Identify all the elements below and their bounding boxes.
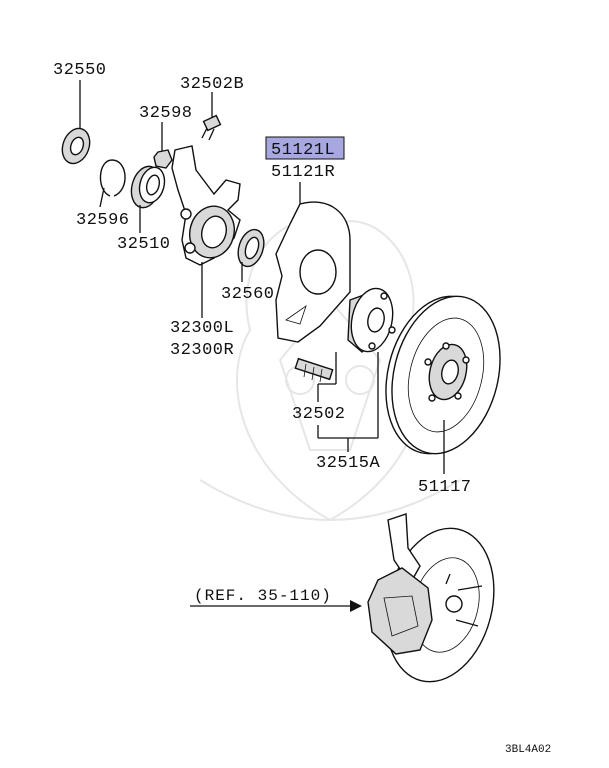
hub-32515A (347, 287, 396, 353)
bracket-32515A (317, 352, 379, 452)
label-32300L: 32300L (170, 319, 234, 338)
label-51117: 51117 (418, 478, 472, 497)
label-51121R: 51121R (271, 163, 335, 182)
label-32502B: 32502B (180, 75, 244, 94)
bearing-32510 (130, 165, 166, 233)
label-32300R: 32300R (170, 341, 234, 360)
ref-arrow (190, 600, 362, 612)
diagram-code: 3BL4A02 (505, 744, 551, 756)
label-51121L[interactable]: 51121L (271, 141, 335, 160)
assembly-view (367, 513, 495, 683)
label-32502: 32502 (292, 405, 346, 424)
label-32550: 32550 (53, 61, 107, 80)
dust-cover-51121 (275, 182, 351, 343)
stud-bolt-32502 (294, 352, 337, 402)
knuckle-32300 (171, 145, 241, 318)
label-32598: 32598 (139, 104, 193, 123)
seal-32550 (61, 80, 91, 165)
label-ref-35-110[interactable]: (REF. 35-110) (194, 587, 332, 605)
label-32596: 32596 (76, 211, 130, 230)
bolt-32502B (201, 92, 222, 141)
snap-ring-32596 (99, 159, 126, 208)
label-32560: 32560 (221, 285, 275, 304)
label-32510: 32510 (117, 235, 171, 254)
seal-32560 (237, 228, 265, 282)
brake-disc-51117 (385, 295, 501, 474)
highlight-51121L (265, 136, 345, 160)
label-32515A: 32515A (316, 454, 381, 473)
nut-32598 (153, 122, 173, 169)
